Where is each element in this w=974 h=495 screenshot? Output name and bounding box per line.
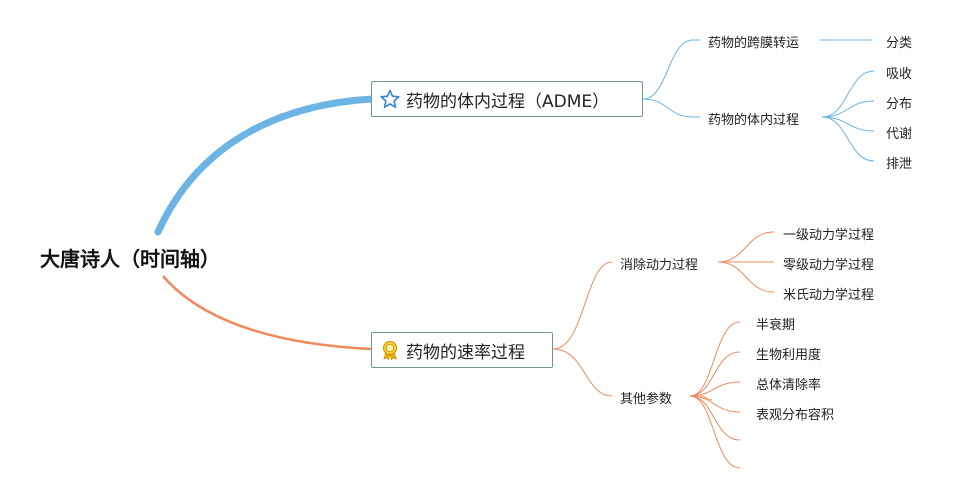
leaf-total-clearance[interactable]: 总体清除率	[756, 378, 822, 393]
leaf-classification[interactable]: 分类	[886, 36, 913, 51]
medal-icon	[380, 340, 400, 361]
star-icon	[380, 89, 400, 109]
branch-topic-rate[interactable]: 药物的速率过程	[371, 332, 553, 368]
leaf-half-life[interactable]: 半衰期	[756, 318, 796, 333]
leaf-metabolism[interactable]: 代谢	[886, 127, 913, 142]
subtopic-other-parameters[interactable]: 其他参数	[620, 392, 673, 407]
leaf-first-order[interactable]: 一级动力学过程	[783, 228, 875, 243]
leaf-zero-order[interactable]: 零级动力学过程	[783, 258, 875, 273]
branch-label: 药物的速率过程	[406, 342, 525, 363]
leaf-volume-of-distribution[interactable]: 表观分布容积	[756, 408, 835, 423]
branch-topic-adme[interactable]: 药物的体内过程（ADME）	[371, 81, 643, 117]
subtopic-in-vivo[interactable]: 药物的体内过程	[708, 113, 800, 128]
leaf-excretion[interactable]: 排泄	[886, 157, 913, 172]
root-topic[interactable]: 大唐诗人（时间轴）	[40, 247, 220, 271]
leaf-michaelis-menten[interactable]: 米氏动力学过程	[783, 288, 875, 303]
subtopic-elimination-kinetics[interactable]: 消除动力过程	[620, 258, 699, 273]
subtopic-transmembrane[interactable]: 药物的跨膜转运	[708, 36, 800, 51]
leaf-absorption[interactable]: 吸收	[886, 67, 913, 82]
leaf-distribution[interactable]: 分布	[886, 97, 913, 112]
branch-label: 药物的体内过程（ADME）	[406, 91, 610, 112]
leaf-bioavailability[interactable]: 生物利用度	[756, 348, 822, 363]
